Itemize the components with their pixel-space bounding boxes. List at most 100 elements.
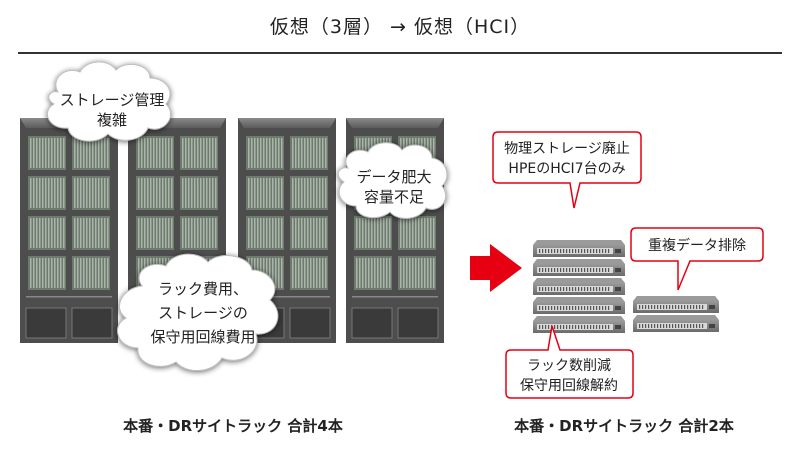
rack-vent-slot	[257, 178, 259, 208]
rack-vent-slot	[42, 218, 44, 248]
rack-vent-slot	[278, 258, 280, 288]
right-caption: 本番・DRサイトラック 合計2本	[514, 417, 734, 435]
rack-vent-slot	[362, 218, 364, 248]
rack-vent-slot	[168, 178, 170, 208]
rack-vent-slot	[86, 178, 88, 208]
rack-vent-slot	[42, 138, 44, 168]
rack-vent-slot	[150, 178, 152, 208]
rack-vent-slot	[182, 138, 184, 168]
rack-vent-slot	[144, 138, 146, 168]
cloud-text: 容量不足	[364, 188, 424, 206]
rack-vent-slot	[101, 178, 103, 208]
rack-vent-slot	[275, 258, 277, 288]
rack-vent-slot	[80, 138, 82, 168]
rack-vent-slot	[307, 138, 309, 168]
rack-vent-slot	[301, 138, 303, 168]
rack-vent-slot	[409, 218, 411, 248]
rack-vent-slot	[292, 218, 294, 248]
rack-vent-slot	[386, 218, 388, 248]
rack-vent-slot	[203, 178, 205, 208]
rack-vent-slot	[275, 178, 277, 208]
rack-vent-slot	[168, 218, 170, 248]
rack-vent-slot	[92, 218, 94, 248]
rack-vent-slot	[368, 218, 370, 248]
rack-vent-slot	[63, 178, 65, 208]
rack-vent-slot	[63, 258, 65, 288]
rack-vent-slot	[89, 178, 91, 208]
rack-vent-slot	[144, 218, 146, 248]
rack-vent-slot	[371, 258, 373, 288]
rack-vent-slot	[206, 138, 208, 168]
rack-vent-slot	[185, 178, 187, 208]
rack-vent-slot	[89, 138, 91, 168]
rack-vent-slot	[362, 258, 364, 288]
rack-vent-slot	[39, 218, 41, 248]
rack-vent-slot	[427, 218, 429, 248]
rack-vent-slot	[269, 218, 271, 248]
rack-vent-slot	[39, 178, 41, 208]
rack-vent-slot	[322, 138, 324, 168]
rack-vent-slot	[269, 138, 271, 168]
title-divider	[18, 52, 782, 54]
hci-server-unit	[633, 315, 719, 332]
rack-vent-slot	[295, 138, 297, 168]
rack-vent-slot	[325, 138, 327, 168]
rack-vent-slot	[48, 258, 50, 288]
left-caption: 本番・DRサイトラック 合計4本	[123, 417, 343, 435]
rack-vent-slot	[95, 218, 97, 248]
rack-vent-slot	[281, 258, 283, 288]
rack-vent-slot	[433, 218, 435, 248]
rack-vent-slot	[150, 218, 152, 248]
rack-vent-slot	[301, 218, 303, 248]
rack-vent-slot	[304, 218, 306, 248]
rack-vent-slot	[197, 218, 199, 248]
rack-vent-slot	[298, 258, 300, 288]
rack-vent-slot	[254, 178, 256, 208]
rack-vent-slot	[95, 178, 97, 208]
rack-vent-slot	[310, 218, 312, 248]
rack-vent-slot	[159, 138, 161, 168]
rack-vent-slot	[389, 218, 391, 248]
rack-vent-slot	[138, 138, 140, 168]
rack-vent-slot	[101, 218, 103, 248]
rack-vent-slot	[418, 218, 420, 248]
callout-storage-elimination: 物理ストレージ廃止 HPEのHCI7台のみ	[492, 131, 642, 209]
rack-vent-slot	[322, 218, 324, 248]
rack-vent-slot	[86, 218, 88, 248]
rack-vent-slot	[301, 258, 303, 288]
rack-vent-slot	[33, 138, 35, 168]
rack-vent-slot	[197, 178, 199, 208]
rack-vent-slot	[365, 218, 367, 248]
rack-vent-slot	[36, 218, 38, 248]
rack-vent-slot	[254, 138, 256, 168]
rack-vent-slot	[316, 138, 318, 168]
rack-vent-slot	[325, 178, 327, 208]
rack-vent-slot	[45, 258, 47, 288]
rack-vent-slot	[168, 138, 170, 168]
rack-vent-slot	[278, 218, 280, 248]
rack-vent-slot	[325, 258, 327, 288]
rack-vent-slot	[377, 218, 379, 248]
rack-vent-slot	[304, 138, 306, 168]
cloud-text: データ肥大	[356, 168, 431, 186]
rack-vent-slot	[251, 178, 253, 208]
rack-vent-slot	[389, 258, 391, 288]
rack-vent-slot	[319, 138, 321, 168]
rack-vent-slot	[36, 178, 38, 208]
rack-vent-slot	[203, 218, 205, 248]
rack-vent-slot	[104, 178, 106, 208]
rack-vent-slot	[292, 258, 294, 288]
rack-vent-slot	[98, 138, 100, 168]
rack-vent-slot	[298, 138, 300, 168]
hci-server-unit	[533, 240, 625, 257]
rack-vent-slot	[406, 258, 408, 288]
rack-vent-slot	[156, 178, 158, 208]
hci-server-unit	[533, 259, 625, 276]
rack-vent-slot	[260, 138, 262, 168]
rack-vent-slot	[403, 258, 405, 288]
rack-vent-slot	[159, 218, 161, 248]
rack-vent-slot	[39, 258, 41, 288]
rack-vent-slot	[80, 258, 82, 288]
rack-vent-slot	[60, 178, 62, 208]
rack-vent-slot	[54, 258, 56, 288]
